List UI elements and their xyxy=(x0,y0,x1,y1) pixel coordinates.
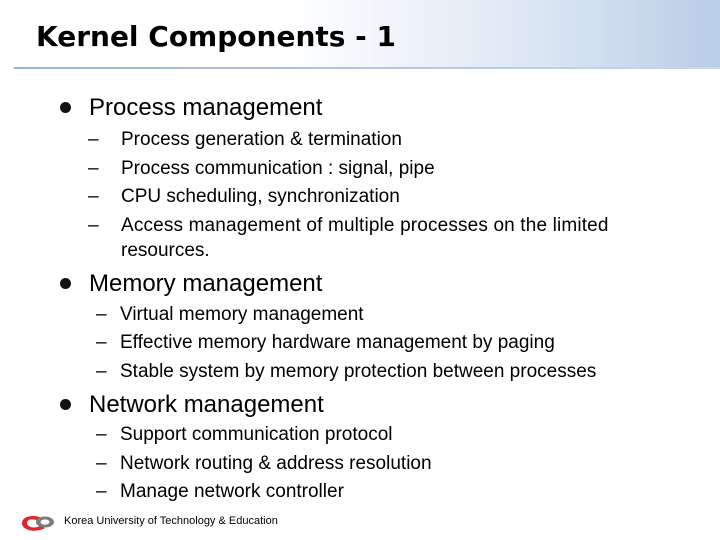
dash-icon: – xyxy=(96,361,107,382)
sub-item-text: Network routing & address resolution xyxy=(120,453,432,474)
dash-icon: – xyxy=(88,129,99,150)
section-heading: Network management xyxy=(89,391,324,418)
title-divider xyxy=(14,67,720,69)
koreatech-logo-icon xyxy=(22,515,54,531)
bullet-icon xyxy=(60,278,71,289)
dash-icon: – xyxy=(88,158,99,179)
title-band xyxy=(0,0,720,68)
sub-item-text: Process generation & termination xyxy=(121,129,402,150)
sub-item-text: Support communication protocol xyxy=(120,424,393,445)
bullet-icon xyxy=(60,102,71,113)
dash-icon: – xyxy=(96,481,107,502)
footer: Korea University of Technology & Educati… xyxy=(18,512,298,532)
dash-icon: – xyxy=(96,453,107,474)
bullet-icon xyxy=(60,399,71,410)
section-heading: Process management xyxy=(89,94,323,121)
sub-item-text: Access management of multiple processes … xyxy=(121,215,609,236)
dash-icon: – xyxy=(96,424,107,445)
dash-icon: – xyxy=(88,186,99,207)
sub-item-text: CPU scheduling, synchronization xyxy=(121,186,400,207)
sub-item-text: Stable system by memory protection betwe… xyxy=(120,361,597,382)
sub-item-text: Process communication : signal, pipe xyxy=(121,158,435,179)
sub-item-text: Effective memory hardware management by … xyxy=(120,332,555,353)
sub-item-text: resources. xyxy=(121,240,210,261)
dash-icon: – xyxy=(96,304,107,325)
section-heading: Memory management xyxy=(89,270,323,297)
sub-item-text: Virtual memory management xyxy=(120,304,364,325)
dash-icon: – xyxy=(88,215,99,236)
footer-institution: Korea University of Technology & Educati… xyxy=(64,515,278,527)
sub-item-text: Manage network controller xyxy=(120,481,344,502)
dash-icon: – xyxy=(96,332,107,353)
page-title: Kernel Components - 1 xyxy=(36,20,397,53)
